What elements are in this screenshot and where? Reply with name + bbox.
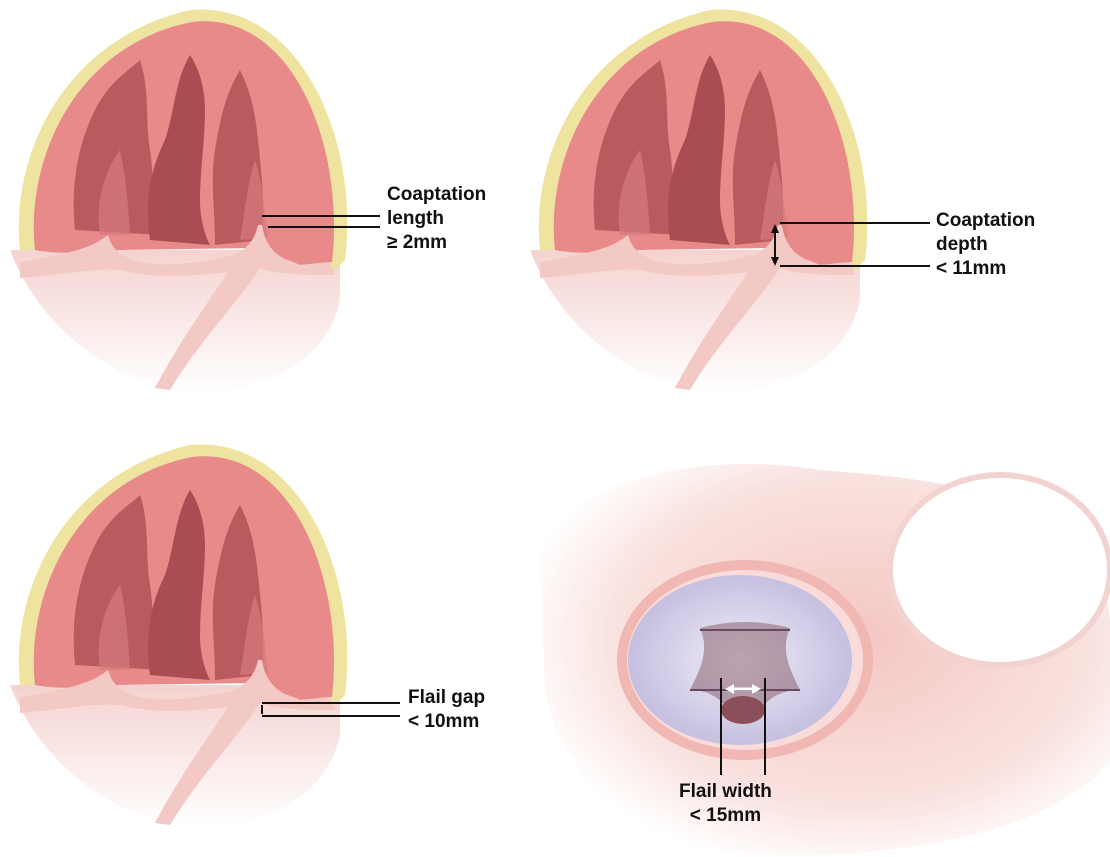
flail-gap-label: Flail gap < 10mm (408, 686, 485, 734)
heart-flail-gap-illustration (10, 444, 347, 827)
flail-width-line-1: Flail width (679, 780, 772, 804)
coaptation-depth-label: Coaptation depth < 11mm (936, 209, 1035, 281)
coaptation-depth-line-3: < 11mm (936, 257, 1035, 281)
flail-width-line-2: < 15mm (679, 804, 772, 828)
coaptation-length-line-1: Coaptation (387, 183, 486, 207)
flail-gap-line-1: Flail gap (408, 686, 485, 710)
coaptation-depth-line-1: Coaptation (936, 209, 1035, 233)
coaptation-depth-line-2: depth (936, 233, 1035, 257)
coaptation-length-label: Coaptation length ≥ 2mm (387, 183, 486, 255)
coaptation-length-line-2: length (387, 207, 486, 231)
heart-coaptation-depth-illustration (530, 9, 867, 392)
coaptation-length-line-3: ≥ 2mm (387, 231, 486, 255)
heart-coaptation-length-illustration (10, 9, 347, 392)
flail-width-label: Flail width < 15mm (679, 780, 772, 828)
flail-gap-line-2: < 10mm (408, 710, 485, 734)
valve-en-face-illustration (540, 464, 1110, 856)
